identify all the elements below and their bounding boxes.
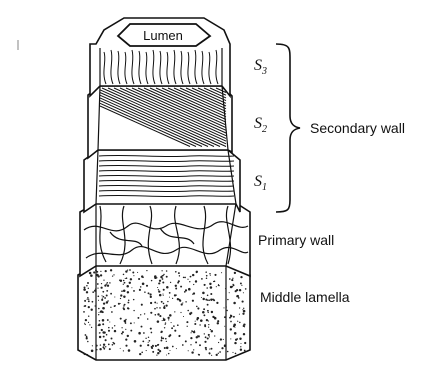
- primary-wall-label: Primary wall: [258, 232, 334, 248]
- secondary-wall-bracket: [276, 44, 300, 212]
- s1-subscript: 1: [262, 182, 267, 193]
- svg-text:S3: S3: [254, 57, 267, 77]
- s2-label: S2: [254, 115, 267, 135]
- s2-layer: [88, 86, 232, 158]
- s1-label: S1: [254, 173, 267, 193]
- middle-lamella-layer: [78, 265, 250, 360]
- primary-wall-layer: [80, 203, 250, 276]
- s3-subscript: 3: [261, 66, 267, 77]
- s3-label: S3: [254, 57, 267, 77]
- svg-text:S1: S1: [254, 173, 267, 193]
- secondary-wall-label: Secondary wall: [310, 120, 405, 136]
- s2-letter: S: [254, 115, 262, 132]
- lumen-label: Lumen: [143, 28, 183, 43]
- s2-subscript: 2: [262, 124, 267, 135]
- s1-letter: S: [254, 173, 262, 190]
- middle-lamella-label: Middle lamella: [260, 289, 350, 305]
- s1-layer: [84, 150, 240, 212]
- s3-letter: S: [254, 57, 262, 74]
- svg-text:S2: S2: [254, 115, 267, 135]
